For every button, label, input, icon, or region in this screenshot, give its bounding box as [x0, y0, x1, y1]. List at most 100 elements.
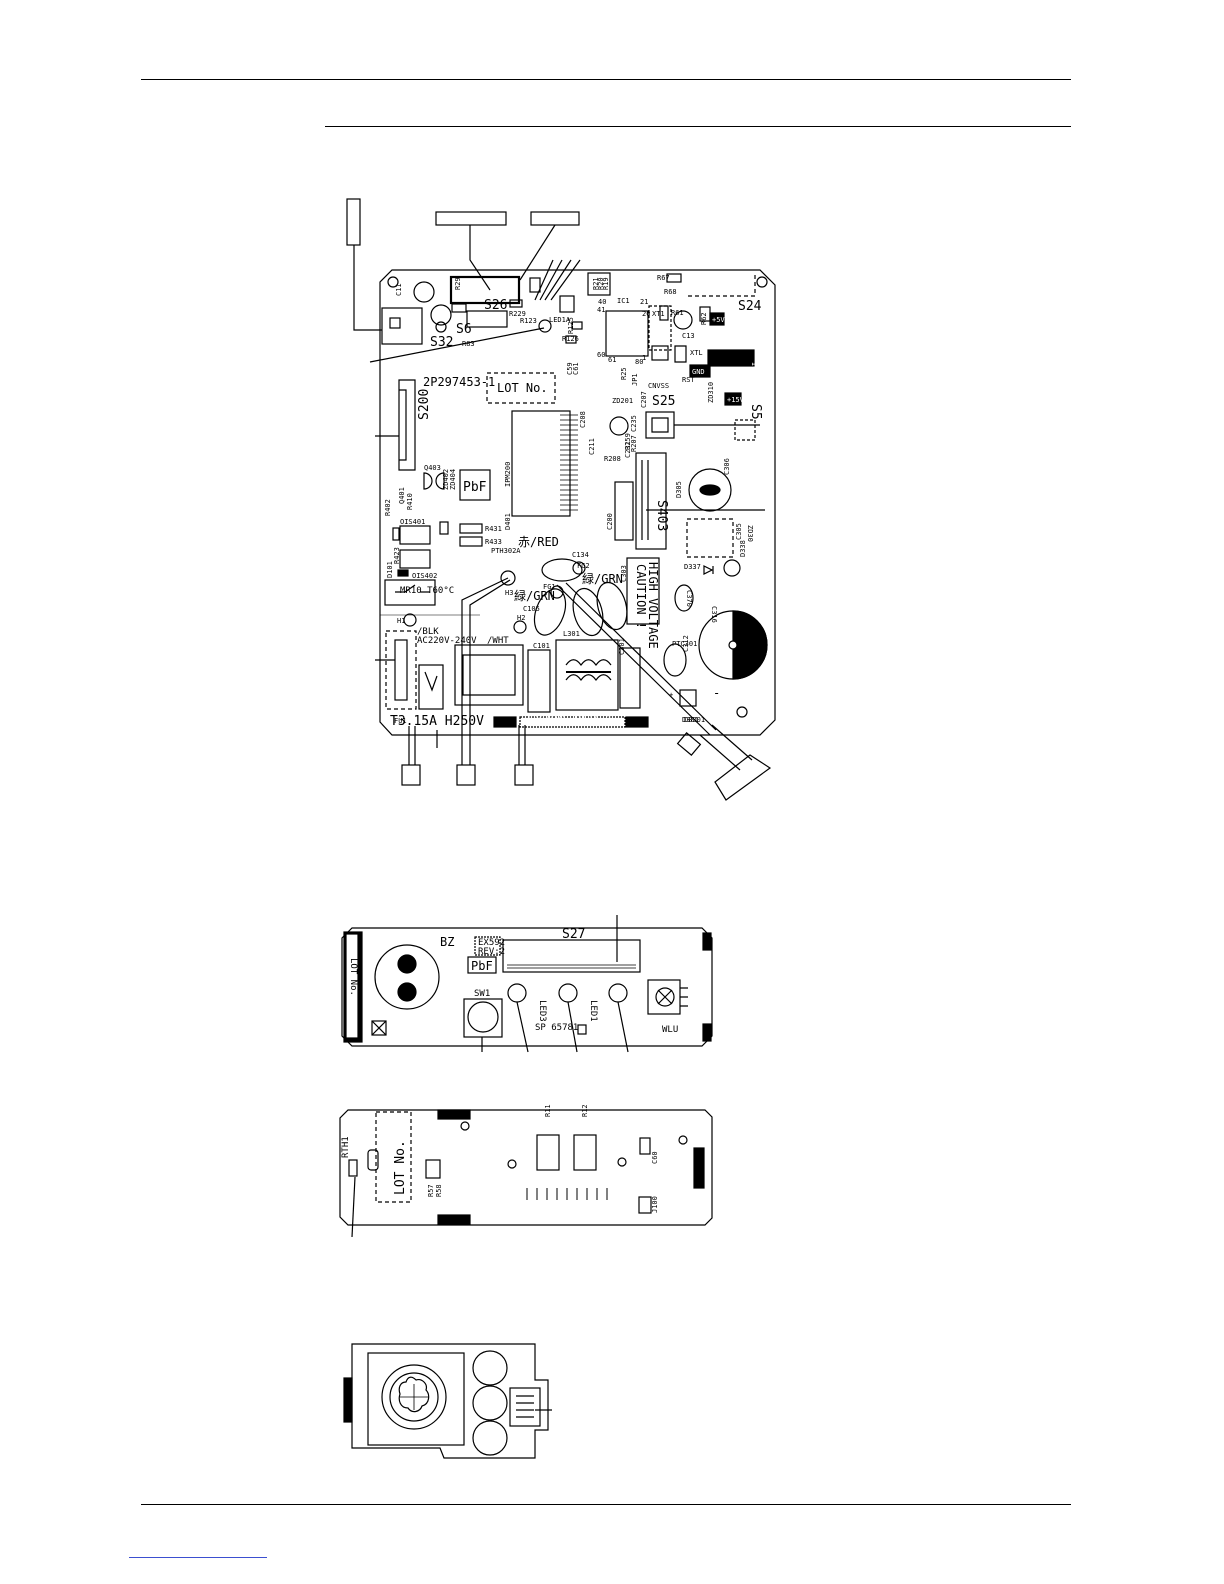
label-c301: C301: [618, 638, 626, 655]
label-c235: C235: [630, 415, 638, 432]
label-r25: R25: [620, 367, 628, 380]
label-pin-61: 61: [608, 356, 616, 364]
label-c11: C11: [395, 283, 403, 296]
label-c231: C231: [624, 441, 632, 458]
label-zd30: ZD30: [746, 525, 754, 542]
label-wire-red: 赤/RED: [518, 535, 559, 549]
label-r67: R67: [657, 274, 670, 282]
label-c208: C208: [579, 411, 587, 428]
label-r12: R12: [581, 1104, 589, 1117]
label-r61: R61: [671, 309, 684, 317]
label-fu1: FU1: [394, 717, 407, 725]
label-c306: C306: [723, 458, 731, 475]
label-zd310: ZD310: [707, 382, 715, 403]
label-r58: R58: [435, 1184, 443, 1197]
main-pcb-outline: [379, 269, 776, 736]
label-s27: S27: [562, 927, 585, 942]
sensor-pcb-outline: [351, 1343, 549, 1459]
label-r410: R410: [406, 493, 414, 510]
label-sp-part: SP 65781: [535, 1023, 578, 1033]
label-c60: C60: [651, 1151, 659, 1164]
footer-link-underline[interactable]: [129, 1557, 267, 1558]
main-pcb: [346, 198, 776, 801]
label-s5: S5: [748, 404, 763, 420]
label-pin-41: 41: [597, 306, 605, 314]
label-s32: S32: [430, 335, 453, 350]
label-s26: S26: [484, 298, 507, 313]
led1: [608, 983, 628, 1003]
label-pin-60: 60: [597, 351, 605, 359]
label-bz: BZ: [440, 935, 454, 949]
label-r20: R20: [597, 277, 605, 290]
label-r125: R125: [567, 317, 575, 334]
label-l301: L301: [563, 630, 580, 638]
label-cnvss: CNVSS: [648, 382, 669, 390]
label-db301: DB301: [684, 716, 705, 724]
label-mr10: MR10 T60°C: [400, 586, 454, 596]
buzzer-bz: [374, 944, 440, 1010]
label-plus: +: [669, 691, 673, 699]
label-r423: R423: [393, 547, 401, 564]
switch-sw1: [467, 1001, 499, 1033]
label-s24: S24: [738, 299, 762, 314]
label-c312: C312: [682, 635, 690, 652]
label-pin-40: 40: [598, 298, 606, 306]
label-rev-box-1: EX592: [478, 938, 505, 948]
label-c134: C134: [572, 551, 589, 559]
label-d305: D305: [675, 481, 683, 498]
label-zd201: ZD201: [612, 397, 633, 405]
label-r207: R207: [630, 435, 638, 452]
label-ptc301: PTC301: [672, 640, 697, 648]
label-pin-21: 21: [640, 298, 648, 306]
label-thermistor-lot: LOT No.: [393, 1140, 408, 1195]
label-r68: R68: [664, 288, 677, 296]
label-wire-grn-2: 緑/GRN: [514, 588, 555, 603]
gnd-tag: [689, 364, 711, 378]
label-r11: R11: [544, 1104, 552, 1117]
label-zd404: ZD404: [449, 469, 457, 490]
label-c101: C101: [533, 642, 550, 650]
thermistor-pcb-outline: [339, 1109, 713, 1226]
label-pin-20: 20: [642, 310, 650, 318]
label-r57: R57: [427, 1184, 435, 1197]
label-c207: C207: [640, 391, 648, 408]
thermistor-pcb: [339, 1109, 713, 1238]
label-r431: R431: [485, 525, 502, 533]
label-gnd: GND: [692, 368, 705, 376]
led3: [507, 983, 527, 1003]
ipm200: [511, 410, 571, 517]
label-pth302a: PTH302A: [491, 547, 521, 555]
display-pcb-outline: [341, 927, 713, 1047]
label-c370: C370: [685, 590, 693, 607]
label-ic1: IC1: [617, 297, 630, 305]
label-rth1: RTH1: [341, 1136, 351, 1158]
label-display-pbf: PbF: [471, 959, 493, 973]
label-d301: D301: [682, 716, 699, 724]
header-rule-top: [141, 79, 1071, 80]
label-pin-1: 1: [642, 354, 646, 362]
label-s403: S403: [654, 500, 669, 531]
label-s25: S25: [652, 394, 675, 409]
label-led3: LED3: [537, 1000, 547, 1022]
capacitor-c306: [688, 468, 732, 512]
label-c316: C316: [710, 606, 718, 623]
label-c305: C305: [735, 523, 743, 540]
ic1: [605, 310, 649, 357]
label-pin-80: 80: [635, 358, 643, 366]
label-r62: R62: [700, 312, 708, 325]
label-q403: Q403: [424, 464, 441, 472]
thermistor-rth1: [348, 1159, 358, 1177]
label-r433: R433: [485, 538, 502, 546]
label-xt1: XT1: [652, 310, 665, 318]
label-j100: J100: [651, 1196, 659, 1213]
ic302: [707, 349, 755, 367]
label-zd402: ZD402: [442, 469, 450, 490]
label-rev-box-2: REV:2: [478, 947, 505, 957]
label-wlu: WLU: [662, 1025, 678, 1035]
label-h1: H1: [397, 617, 405, 625]
capacitor-c11: [413, 281, 435, 303]
label-5v: +5V: [712, 316, 725, 324]
label-h3: H3: [505, 589, 513, 597]
label-ipm200: IPM200: [504, 462, 512, 487]
label-d337: D337: [684, 563, 701, 571]
